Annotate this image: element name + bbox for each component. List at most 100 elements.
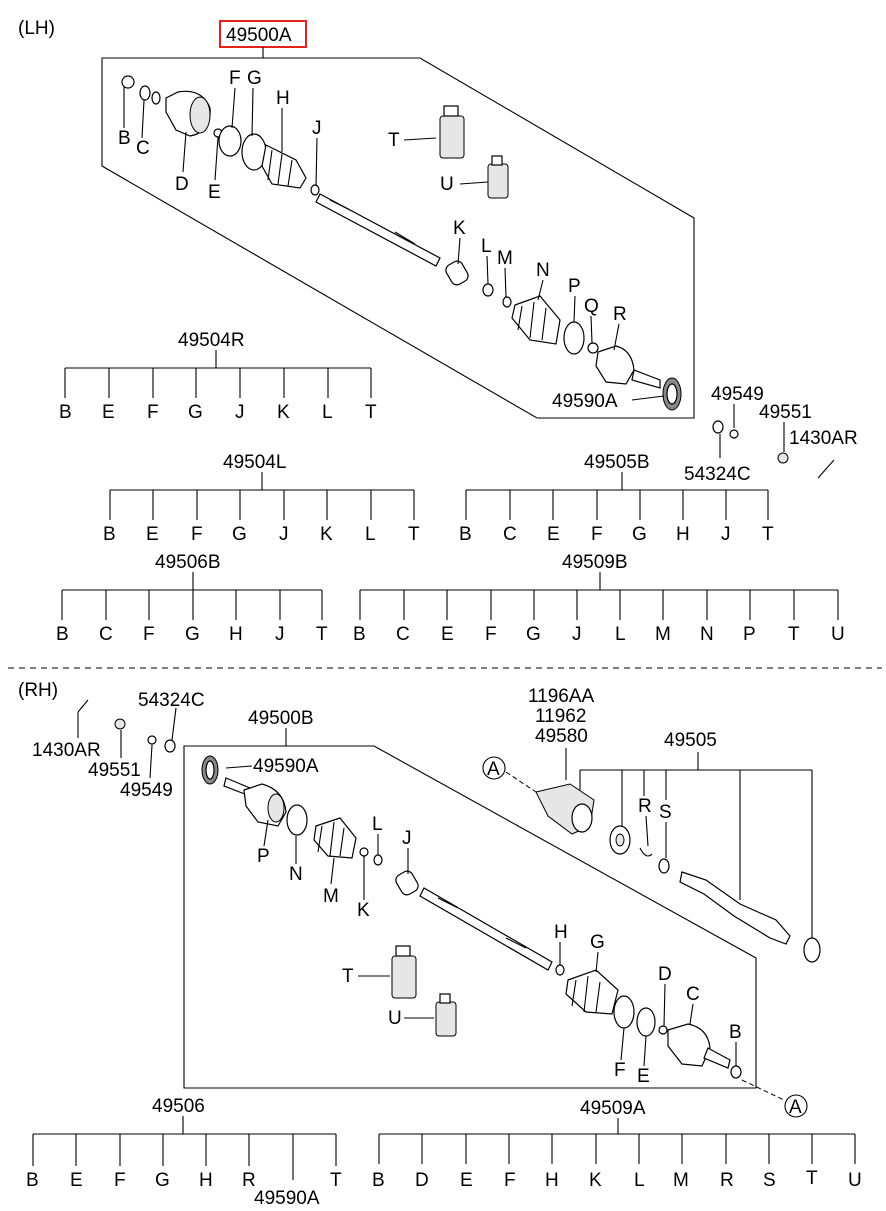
svg-text:49505B: 49505B xyxy=(584,452,650,473)
svg-text:L: L xyxy=(634,1170,645,1191)
rh-label-E: E xyxy=(637,1066,650,1087)
svg-text:F: F xyxy=(114,1170,126,1191)
rh-part-labels: P N M K L J H G T U D C B F E xyxy=(257,814,742,1087)
lh-kit-49509B[interactable]: 49509B B C E F G J L M N P T U xyxy=(353,552,845,645)
lh-kit-49505B[interactable]: 49505B B C E F G H J T xyxy=(459,452,774,545)
rh-kit-49505-tree[interactable]: 49505 R S xyxy=(579,730,813,938)
svg-text:49590A: 49590A xyxy=(254,1188,320,1209)
svg-text:L: L xyxy=(322,402,333,423)
svg-text:K: K xyxy=(320,524,333,545)
svg-text:J: J xyxy=(275,624,285,645)
rh-part-49551[interactable]: 49551 xyxy=(88,760,141,781)
svg-text:H: H xyxy=(199,1170,213,1191)
rh-callout-A-top xyxy=(482,756,506,780)
svg-text:E: E xyxy=(547,524,560,545)
svg-text:L: L xyxy=(615,624,626,645)
svg-text:K: K xyxy=(589,1170,602,1191)
rh-part-49549[interactable]: 49549 xyxy=(120,780,173,801)
rh-section-label: (RH) xyxy=(18,680,58,701)
lh-label-D: D xyxy=(175,174,189,195)
lh-label-H: H xyxy=(276,88,290,109)
svg-text:G: G xyxy=(632,524,647,545)
svg-text:F: F xyxy=(191,524,203,545)
svg-text:B: B xyxy=(459,524,472,545)
svg-text:E: E xyxy=(146,524,159,545)
svg-text:T: T xyxy=(806,1168,818,1189)
lh-part-49549[interactable]: 49549 xyxy=(711,384,764,405)
lh-part-1430AR[interactable]: 1430AR xyxy=(789,428,858,449)
lh-label-L: L xyxy=(481,236,492,257)
lh-label-F: F xyxy=(229,68,241,89)
rh-bracket-code-3[interactable]: 49580 xyxy=(535,726,588,747)
rh-leader-lines xyxy=(225,765,737,1067)
rh-label-K: K xyxy=(357,900,370,921)
svg-text:J: J xyxy=(572,624,582,645)
rh-bracket-code-2[interactable]: 11962 xyxy=(535,706,586,727)
svg-text:R: R xyxy=(638,796,652,817)
svg-text:F: F xyxy=(504,1170,516,1191)
rh-callout-A-bottom xyxy=(784,1094,808,1118)
rh-part-54324C[interactable]: 54324C xyxy=(138,690,205,711)
svg-text:L: L xyxy=(365,524,376,545)
svg-text:T: T xyxy=(365,402,377,423)
lh-label-N: N xyxy=(536,260,550,281)
svg-text:E: E xyxy=(460,1170,473,1191)
lh-label-K: K xyxy=(453,218,466,239)
svg-text:G: G xyxy=(155,1170,170,1191)
rh-ring-gear-label[interactable]: 49590A xyxy=(253,756,319,777)
lh-assembly-code[interactable]: 49500A xyxy=(226,25,292,46)
rh-part-1430AR[interactable]: 1430AR xyxy=(32,740,101,761)
rh-label-L: L xyxy=(372,814,383,835)
svg-text:F: F xyxy=(591,524,603,545)
svg-text:49509A: 49509A xyxy=(580,1098,646,1119)
lh-part-49551[interactable]: 49551 xyxy=(759,402,812,423)
rh-label-N: N xyxy=(289,864,303,885)
lh-label-P: P xyxy=(568,276,581,297)
rh-callout-A-bottom-label: A xyxy=(789,1097,802,1118)
svg-text:S: S xyxy=(659,802,672,823)
svg-text:J: J xyxy=(721,524,731,545)
svg-text:G: G xyxy=(188,402,203,423)
lh-part-54324C[interactable]: 54324C xyxy=(684,464,751,485)
lh-ring-gear-label[interactable]: 49590A xyxy=(552,391,618,412)
rh-kit-49509A[interactable]: 49509A B D E F H K L M R S T U xyxy=(372,1098,862,1191)
rh-label-F: F xyxy=(614,1060,626,1081)
lh-label-J: J xyxy=(312,118,322,139)
rh-intermediate-illustration xyxy=(535,783,821,963)
lh-kit-49504L[interactable]: 49504L B E F G J K L T xyxy=(103,452,420,545)
lh-label-M: M xyxy=(497,248,513,269)
svg-text:U: U xyxy=(831,624,845,645)
lh-leader-lines xyxy=(123,86,665,401)
lh-driveshaft-illustration xyxy=(121,75,682,411)
svg-text:H: H xyxy=(676,524,690,545)
rh-label-G: G xyxy=(590,932,605,953)
svg-text:J: J xyxy=(235,402,245,423)
lh-label-E: E xyxy=(208,182,221,203)
svg-text:49506B: 49506B xyxy=(155,552,221,573)
lh-kit-49506B[interactable]: 49506B B C F G H J T xyxy=(56,552,328,645)
svg-text:M: M xyxy=(673,1170,689,1191)
svg-text:N: N xyxy=(700,624,714,645)
svg-text:R: R xyxy=(720,1170,734,1191)
svg-text:F: F xyxy=(485,624,497,645)
svg-text:B: B xyxy=(56,624,69,645)
svg-text:M: M xyxy=(655,624,671,645)
rh-assembly-code[interactable]: 49500B xyxy=(248,708,314,729)
svg-text:G: G xyxy=(232,524,247,545)
rh-label-J: J xyxy=(402,828,412,849)
svg-text:B: B xyxy=(103,524,116,545)
svg-text:H: H xyxy=(229,624,243,645)
lh-label-T: T xyxy=(388,130,400,151)
svg-text:F: F xyxy=(147,402,159,423)
svg-text:K: K xyxy=(277,402,290,423)
svg-text:E: E xyxy=(102,402,115,423)
svg-text:E: E xyxy=(70,1170,83,1191)
lh-label-C: C xyxy=(136,138,150,159)
lh-loose-parts xyxy=(712,404,835,479)
rh-kit-49506[interactable]: 49506 B E F G H R T 49590A xyxy=(26,1096,342,1209)
lh-kit-49504R[interactable]: 49504R B E F G J K L T xyxy=(59,330,377,423)
lh-assembly-frame xyxy=(101,57,695,419)
rh-bracket-code-1[interactable]: 1196AA xyxy=(528,686,595,707)
rh-label-D: D xyxy=(658,964,672,985)
rh-label-P: P xyxy=(257,846,270,867)
